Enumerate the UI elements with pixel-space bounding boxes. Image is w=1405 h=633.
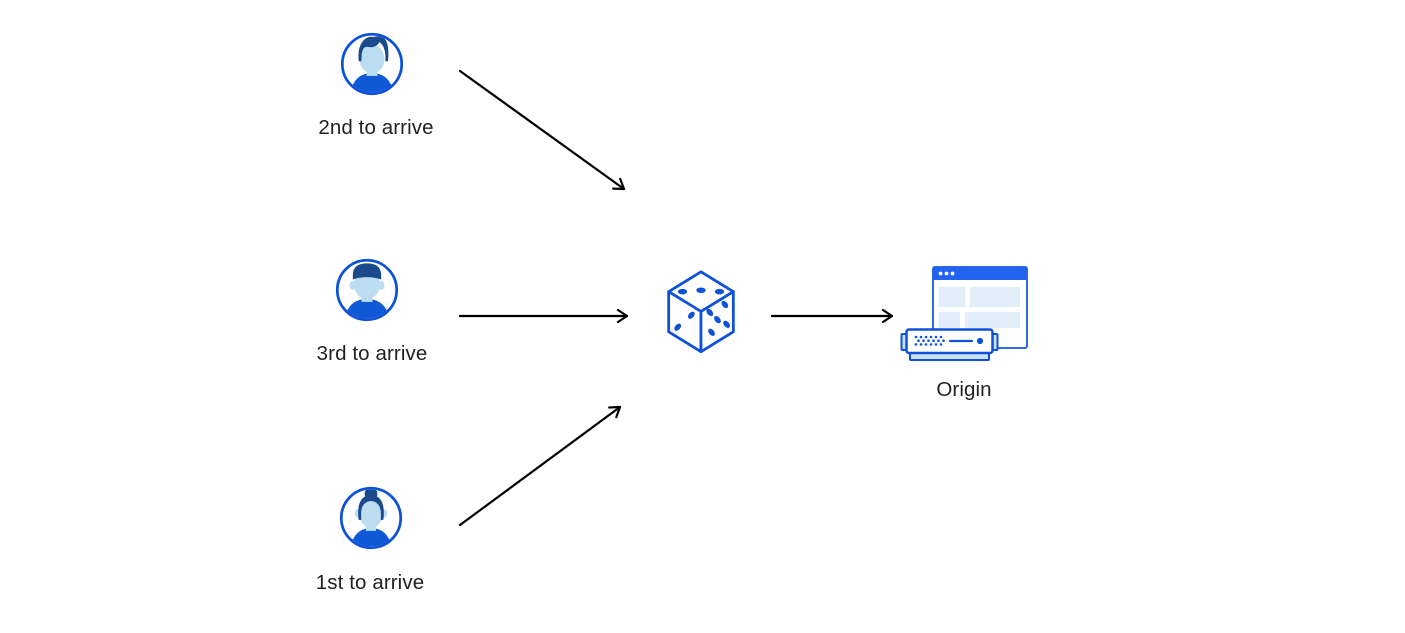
server-led-icon — [976, 337, 984, 345]
user-avatar-man-flat-top-icon — [335, 258, 399, 322]
window-dots-icon — [938, 271, 955, 276]
dice-icon — [667, 270, 735, 354]
arrow-client2-to-dice — [458, 69, 626, 191]
arrow-client1-to-dice — [458, 405, 622, 527]
server-vents-icon — [914, 335, 945, 346]
origin-label: Origin — [936, 378, 992, 401]
client2-label: 2nd to arrive — [318, 116, 434, 139]
user-avatar-man-side-part-icon — [340, 32, 404, 96]
user-avatar-woman-bun-icon — [339, 486, 403, 550]
client3-label: 3rd to arrive — [316, 342, 428, 365]
origin-server-icon — [900, 266, 1028, 361]
client1-label: 1st to arrive — [315, 571, 425, 594]
